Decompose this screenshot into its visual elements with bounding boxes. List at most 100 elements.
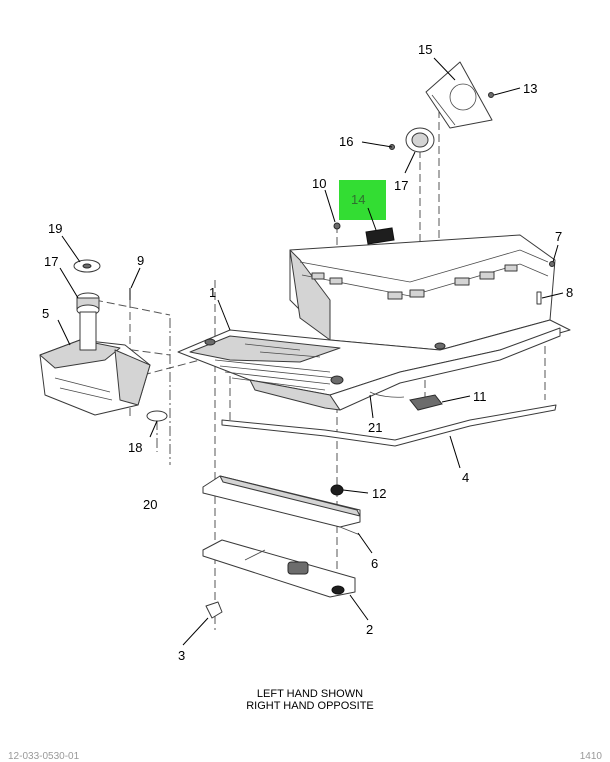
leader-11	[441, 395, 471, 403]
front-lip	[249, 379, 341, 411]
leader-12	[342, 489, 369, 494]
part-6-lid	[202, 475, 361, 536]
vent	[454, 277, 470, 286]
part-13-screw	[488, 92, 494, 98]
leader-16	[361, 141, 393, 148]
leader-15	[433, 57, 456, 81]
callout-6: 6	[371, 556, 378, 571]
vent	[479, 271, 495, 280]
grommet-18-body	[146, 410, 168, 422]
note-line-1: LEFT HAND SHOWN	[256, 688, 364, 700]
callout-19: 19	[48, 221, 62, 236]
leader-13	[493, 87, 521, 96]
grille-line	[214, 359, 331, 373]
grille-line	[219, 365, 336, 379]
lid-edge	[219, 475, 361, 517]
part-7-clip	[549, 261, 555, 267]
vent	[387, 291, 403, 300]
drawing-number: 12-033-0530-01	[8, 751, 80, 762]
vent	[504, 264, 518, 272]
orientation-note: LEFT HAND SHOWN RIGHT HAND OPPOSITE	[160, 688, 460, 712]
leader-14	[367, 207, 377, 231]
mount-post	[330, 375, 344, 385]
part-17-grommet-upper	[405, 127, 435, 153]
mount-post	[204, 338, 216, 346]
lower-tray-latch	[287, 561, 309, 575]
bracket-flange	[431, 94, 456, 126]
leader-8	[541, 292, 564, 299]
leader-4	[449, 435, 461, 469]
leader-5	[57, 319, 71, 346]
lower-tray-clip	[331, 585, 345, 595]
tank-ribs	[54, 377, 113, 401]
callout-10: 10	[312, 176, 326, 191]
grommet-inner	[411, 132, 429, 148]
back-wall-vents	[311, 264, 518, 300]
vent	[409, 289, 425, 298]
leader-2	[349, 594, 369, 621]
callout-8: 8	[566, 285, 573, 300]
tank-neck	[79, 311, 97, 351]
lower-tray-body	[202, 539, 356, 598]
part-11-body	[409, 394, 443, 411]
leader-7	[552, 244, 559, 263]
hook-body	[205, 601, 223, 619]
callout-17-upper: 17	[394, 178, 408, 193]
drawing-id: 1410	[579, 751, 602, 762]
part-2-lower-tray	[202, 539, 356, 598]
part-12-clip	[330, 484, 344, 496]
front-edge	[329, 327, 561, 411]
leader-6	[357, 532, 373, 554]
callout-12: 12	[372, 486, 386, 501]
leader-17-lower	[59, 267, 79, 299]
part-19-cap	[73, 259, 101, 273]
callout-4: 4	[462, 470, 469, 485]
part-18-grommet	[146, 410, 168, 422]
align-line-tank-c	[142, 359, 201, 376]
bracket-hole	[449, 83, 477, 111]
part-21-wire	[369, 391, 405, 398]
callout-18: 18	[128, 440, 142, 455]
callout-3: 3	[178, 648, 185, 663]
callout-17-lower: 17	[44, 254, 58, 269]
pin-body	[536, 291, 542, 305]
back-wall-rail	[299, 249, 549, 283]
clip-body	[330, 484, 344, 496]
floor-grille	[214, 343, 336, 391]
callout-2: 2	[366, 622, 373, 637]
cap-center	[82, 263, 92, 269]
callout-9: 9	[137, 253, 144, 268]
back-wall-left-face	[289, 249, 331, 341]
lid-latch	[339, 526, 361, 536]
leader-19	[61, 235, 81, 263]
bracket-plate	[425, 61, 493, 129]
grille-line	[224, 371, 331, 385]
lower-tray-seam	[244, 549, 266, 561]
grille-line	[259, 351, 321, 358]
seal-strip-body	[221, 404, 557, 447]
callout-15: 15	[418, 42, 432, 57]
part-8-pin	[536, 291, 542, 305]
tank-top	[39, 339, 121, 369]
note-line-2: RIGHT HAND OPPOSITE	[246, 700, 374, 712]
part-14-component	[365, 227, 395, 245]
part-3-hook	[205, 601, 223, 619]
leader-lines	[57, 57, 564, 646]
part-11-component	[409, 394, 443, 411]
part-1-main-panel	[177, 234, 571, 411]
callout-11: 11	[473, 389, 487, 404]
callout-14: 14	[351, 192, 365, 207]
vent	[311, 272, 325, 280]
part-15-bracket	[425, 61, 493, 129]
callout-13: 13	[523, 81, 537, 96]
callout-1: 1	[209, 285, 216, 300]
leader-1	[217, 299, 231, 331]
part-4-seal-strip	[221, 404, 557, 447]
vent	[329, 277, 343, 285]
callout-5: 5	[42, 306, 49, 321]
leader-3	[182, 617, 209, 646]
grille-line	[231, 377, 326, 391]
mount-post	[434, 342, 446, 350]
